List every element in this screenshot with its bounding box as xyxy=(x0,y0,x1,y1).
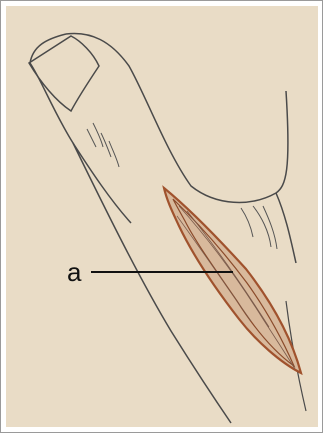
incision-outer xyxy=(164,188,301,373)
crease-7 xyxy=(241,208,253,237)
crease-3 xyxy=(109,141,119,167)
finger-outline-upper xyxy=(30,34,131,223)
crease-5 xyxy=(253,206,271,247)
crease-4 xyxy=(87,129,96,147)
palm-outline xyxy=(276,193,296,263)
finger-outline-lower xyxy=(73,143,231,423)
finger-outline-top xyxy=(66,33,288,202)
label-a: a xyxy=(67,259,81,285)
fingernail xyxy=(29,36,99,111)
